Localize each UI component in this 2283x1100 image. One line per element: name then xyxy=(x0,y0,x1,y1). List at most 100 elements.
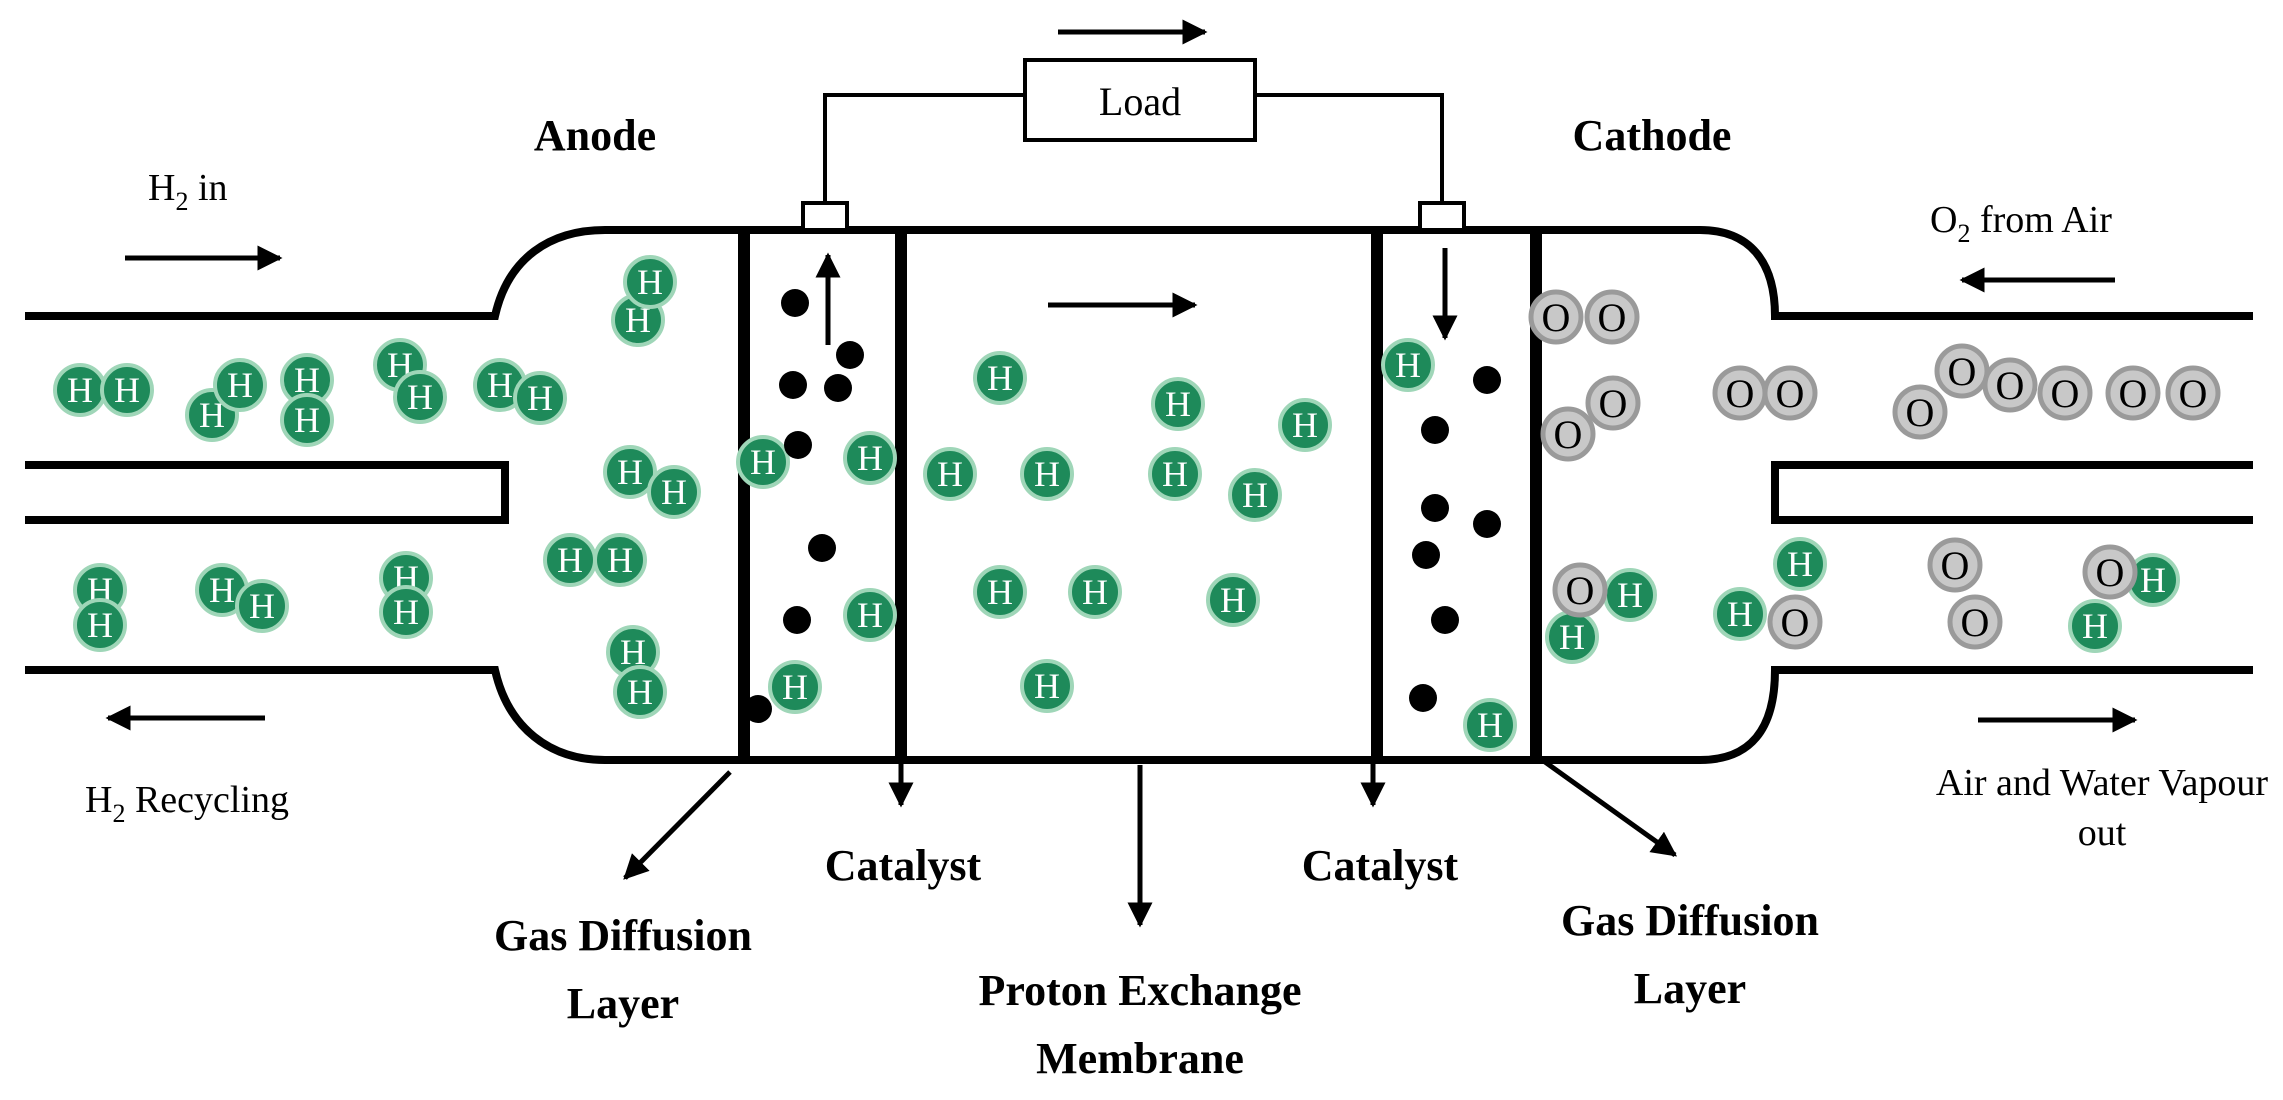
load-box xyxy=(1023,58,1257,142)
svg-text:H: H xyxy=(557,540,583,580)
electron xyxy=(836,341,864,369)
h2-molecule-atom: H xyxy=(235,579,289,633)
svg-text:H: H xyxy=(987,358,1013,398)
svg-text:H: H xyxy=(249,586,275,626)
svg-text:O: O xyxy=(1781,600,1810,645)
proton: H xyxy=(923,447,977,501)
svg-text:H: H xyxy=(1242,475,1268,515)
svg-text:O: O xyxy=(1906,390,1935,435)
h2-molecule-atom: H xyxy=(280,393,334,447)
svg-text:O: O xyxy=(2096,550,2125,595)
svg-text:H: H xyxy=(1477,705,1503,745)
svg-text:H: H xyxy=(782,667,808,707)
proton: H xyxy=(1713,587,1767,641)
svg-text:O: O xyxy=(1599,381,1628,426)
proton: H xyxy=(1228,468,1282,522)
proton: H xyxy=(1381,338,1435,392)
svg-text:H: H xyxy=(857,595,883,635)
svg-text:H: H xyxy=(1165,384,1191,424)
oxygen-atom: O xyxy=(2082,544,2138,600)
anode-catalyst-boundary xyxy=(895,230,907,760)
svg-text:H: H xyxy=(294,400,320,440)
h2-molecule-atom: H xyxy=(647,465,701,519)
h2-molecule-atom: H xyxy=(543,533,597,587)
h2-recycling-label: H2 Recycling xyxy=(85,779,289,828)
oxygen-atom: O xyxy=(1552,562,1608,618)
h2-molecule-atom: H xyxy=(603,445,657,499)
svg-text:O: O xyxy=(1941,543,1970,588)
proton: H xyxy=(1148,447,1202,501)
svg-text:H: H xyxy=(1220,580,1246,620)
svg-text:H: H xyxy=(1559,617,1585,657)
svg-text:O: O xyxy=(1996,363,2025,408)
svg-text:H: H xyxy=(527,378,553,418)
h2-molecule-atom: H xyxy=(473,358,527,412)
electron xyxy=(1473,366,1501,394)
h2-molecule-atom: H xyxy=(513,371,567,425)
svg-text:H: H xyxy=(393,592,419,632)
svg-text:O: O xyxy=(1726,371,1755,416)
anode-label: Anode xyxy=(534,111,656,160)
proton: H xyxy=(736,435,790,489)
svg-text:H: H xyxy=(487,365,513,405)
svg-text:O: O xyxy=(1948,349,1977,394)
oxygen-atom: O xyxy=(1767,594,1823,650)
svg-text:O: O xyxy=(1542,295,1571,340)
svg-text:H: H xyxy=(1292,405,1318,445)
o2-molecule-atom: O xyxy=(2105,365,2161,421)
svg-text:O: O xyxy=(2179,371,2208,416)
svg-text:H: H xyxy=(987,572,1013,612)
h2-molecule-atom: H xyxy=(393,370,447,424)
catalyst-right-label: Catalyst xyxy=(1302,841,1459,890)
cathode-gdl-boundary xyxy=(1530,230,1542,760)
electron xyxy=(783,606,811,634)
proton: H xyxy=(1603,568,1657,622)
svg-text:H: H xyxy=(1787,544,1813,584)
o2-molecule-atom: O xyxy=(2037,365,2093,421)
electron xyxy=(779,371,807,399)
electron xyxy=(1473,510,1501,538)
proton: H xyxy=(768,660,822,714)
svg-text:O: O xyxy=(1961,600,1990,645)
proton: H xyxy=(2126,553,2180,607)
anode-gdl-boundary xyxy=(738,230,750,760)
proton: H xyxy=(2068,599,2122,653)
electron xyxy=(1421,494,1449,522)
flow-arrows xyxy=(105,19,2138,928)
proton: H xyxy=(1463,698,1517,752)
proton: H xyxy=(843,431,897,485)
svg-text:H: H xyxy=(1034,666,1060,706)
svg-text:H: H xyxy=(227,365,253,405)
o2-molecule-atom: O xyxy=(1584,289,1640,345)
proton: H xyxy=(1773,537,1827,591)
pem-label-line1: Proton Exchange xyxy=(978,966,1301,1015)
svg-text:H: H xyxy=(1082,572,1108,612)
h2-molecule-atom: H xyxy=(623,255,677,309)
h2-molecule-atom: H xyxy=(213,358,267,412)
svg-text:H: H xyxy=(750,442,776,482)
svg-text:H: H xyxy=(67,370,93,410)
pem-label-line2: Membrane xyxy=(1036,1034,1244,1083)
load-label: Load xyxy=(1099,79,1181,124)
gdl-right-pointer xyxy=(1543,759,1678,858)
gdl-right-label-line2: Layer xyxy=(1634,964,1746,1013)
o2-molecule-atom: O xyxy=(1892,384,1948,440)
air-water-out-label-line1: Air and Water Vapour xyxy=(1936,762,2269,804)
svg-text:H: H xyxy=(607,540,633,580)
svg-text:H: H xyxy=(407,377,433,417)
h2-in-label: H2 in xyxy=(148,167,228,216)
svg-text:O: O xyxy=(1554,412,1583,457)
h2-molecule-atom: H xyxy=(53,363,107,417)
proton: H xyxy=(1151,377,1205,431)
svg-text:H: H xyxy=(2082,606,2108,646)
svg-text:H: H xyxy=(617,452,643,492)
svg-text:O: O xyxy=(1776,371,1805,416)
gdl-left-label-line2: Layer xyxy=(567,979,679,1028)
o2-molecule-atom: O xyxy=(1927,537,1983,593)
svg-text:H: H xyxy=(209,570,235,610)
h2-molecule-atom: H xyxy=(100,363,154,417)
h2-molecule-atom: H xyxy=(593,533,647,587)
fuel-cell-housing xyxy=(25,226,2253,764)
svg-text:O: O xyxy=(2051,371,2080,416)
